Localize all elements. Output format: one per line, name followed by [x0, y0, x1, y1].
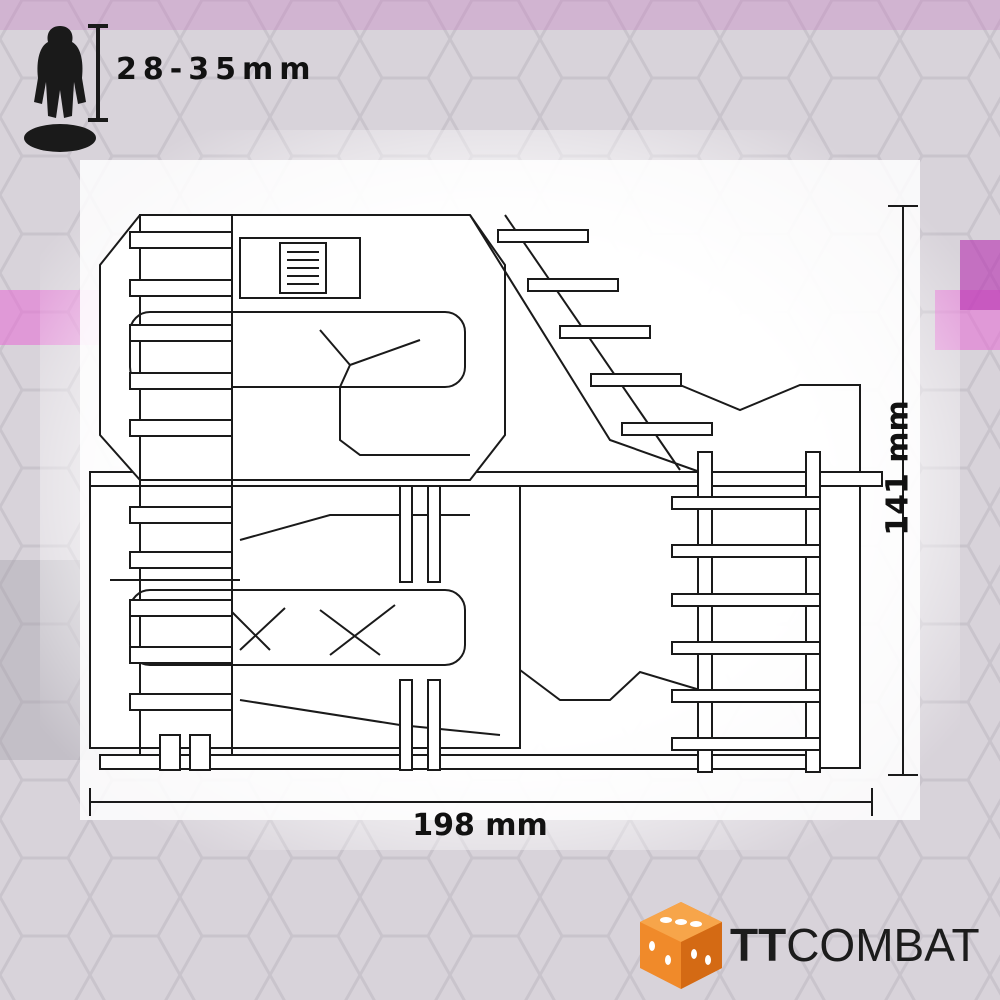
- dice-logo-icon: [640, 902, 722, 989]
- height-dimension-label: 141 mm: [880, 400, 916, 536]
- width-dimension-label: 198 mm: [412, 808, 548, 843]
- scale-label: 28-35mm: [116, 52, 317, 87]
- brand-rest-part: COMBAT: [786, 919, 980, 971]
- brand-logo-text: TTCOMBAT: [730, 918, 980, 972]
- brand-bold-part: TT: [730, 919, 787, 971]
- miniature-figure-icon: [24, 24, 108, 152]
